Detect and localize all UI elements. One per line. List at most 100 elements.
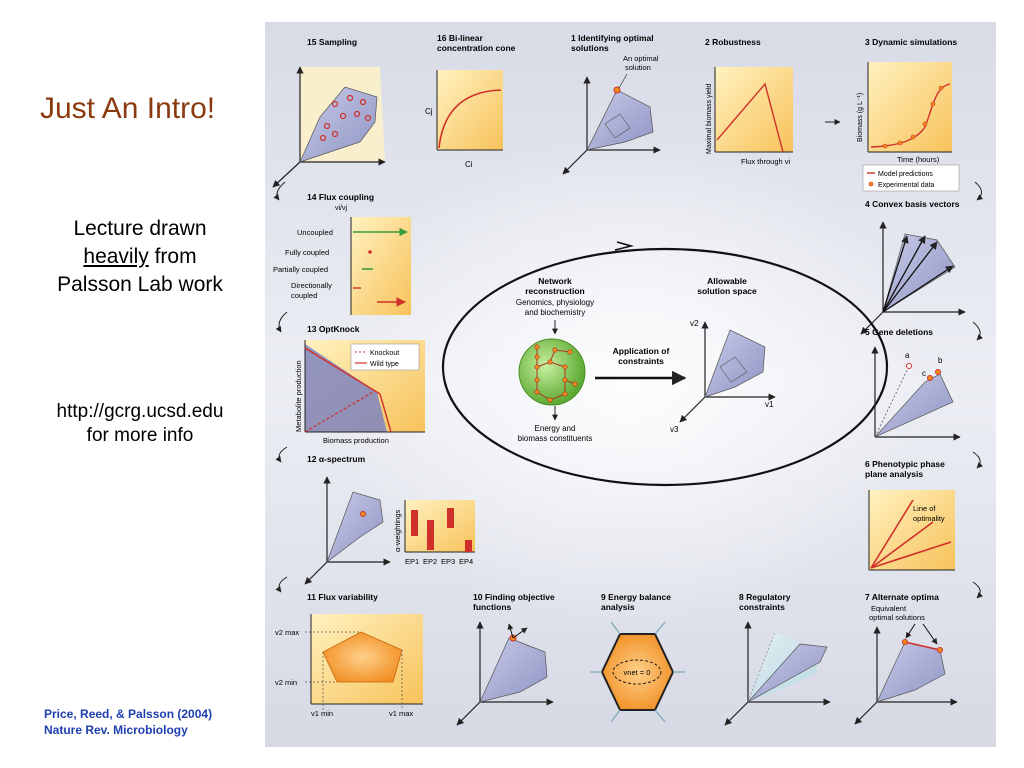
model-curve	[870, 83, 951, 148]
lecture-line-1: Lecture drawn	[73, 217, 207, 240]
label-b: b	[938, 356, 943, 365]
sampling-cone	[299, 86, 378, 163]
experimental-points	[882, 85, 944, 149]
panel-16-title-2: concentration cone	[437, 43, 516, 53]
panel-12-title: 12 α-spectrum	[307, 454, 366, 464]
optimum-1	[902, 639, 908, 645]
legend-dot-swatch	[868, 181, 874, 187]
bar-ep1	[411, 510, 418, 536]
bar-ep3	[447, 508, 454, 528]
panel-5-title: 5 Gene deletions	[865, 327, 933, 337]
panel-5-gene-deletions: 5 Gene deletions a b c	[865, 327, 961, 441]
panel-16-bilinear-cone: 16 Bi-linear concentration cone Cj Ci	[425, 33, 516, 169]
range-guides	[305, 631, 403, 710]
panel-3-bg	[868, 62, 952, 152]
panel-16-xlabel: Ci	[465, 160, 473, 169]
panel-10-title-2: functions	[473, 602, 512, 612]
panel-6-note-1: Line of	[913, 504, 936, 513]
objective-cone	[479, 637, 548, 703]
lecture-line-3: Palsson Lab work	[57, 273, 223, 296]
panel-4-convex-basis: 4 Convex basis vectors	[860, 199, 966, 335]
application-2: constraints	[618, 356, 664, 366]
tick-ep4: EP4	[459, 557, 473, 566]
saturation-curve	[438, 89, 502, 149]
allowable-1: Allowable	[707, 276, 747, 286]
label-v3: v3	[670, 425, 679, 434]
emphasis-heavily: heavily	[83, 245, 149, 268]
tick-ep3: EP3	[441, 557, 455, 566]
network-title-2: reconstruction	[525, 286, 585, 296]
row-directionally-1: Directionally	[291, 281, 332, 290]
label-v2-max: v2 max	[275, 628, 299, 637]
panel-13-optknock: 13 OptKnock Knockout Wild type Metabolit…	[294, 324, 425, 445]
url-line-2: for more info	[86, 425, 194, 446]
axis-down	[562, 149, 588, 175]
url-line-1: http://gcrg.ucsd.edu	[56, 401, 224, 422]
panel-16-ylabel: Cj	[425, 107, 433, 116]
central-cycle: Network reconstruction Genomics, physiol…	[441, 241, 889, 487]
panel-14-title: 14 Flux coupling	[307, 192, 374, 202]
panel-11-flux-variability: 11 Flux variability v2 max v2 min v1 min…	[275, 592, 423, 718]
panel-9-title-2: analysis	[601, 602, 635, 612]
cycle-arrowhead	[614, 241, 635, 251]
optimum-2	[937, 647, 943, 653]
vnet-label: vnet = 0	[624, 668, 651, 677]
panel-7-alternate-optima: 7 Alternate optima Equivalent optimal so…	[854, 592, 958, 725]
panel-2-title: 2 Robustness	[705, 37, 761, 47]
panel-connector-arrows	[273, 119, 984, 599]
objective-vectors	[507, 623, 528, 639]
panel-12-ylabel: α-weightings	[393, 509, 402, 552]
lecture-line-2-rest: from	[148, 245, 197, 268]
panel-7-note-2: optimal solutions	[869, 613, 925, 622]
panel-8-title-1: 8 Regulatory	[739, 592, 791, 602]
knockout-line	[304, 391, 374, 433]
callout-arrow-1	[905, 623, 916, 639]
panel-6-title-1: 6 Phenotypic phase	[865, 459, 945, 469]
panel-8-regulatory: 8 Regulatory constraints	[724, 592, 831, 726]
label-v1-max: v1 max	[389, 709, 413, 718]
panel-1-note-2: solution	[625, 63, 651, 72]
tick-ep2: EP2	[423, 557, 437, 566]
bar-ep2	[427, 520, 434, 550]
panel-4-title: 4 Convex basis vectors	[865, 199, 960, 209]
center-glow	[330, 132, 930, 632]
legend-wild-type: Wild type	[370, 361, 399, 368]
row-partially-coupled: Partially coupled	[273, 265, 328, 274]
panel-6-note-2: optimality	[913, 514, 945, 523]
robustness-curve	[716, 82, 784, 153]
cone-section	[604, 113, 631, 139]
feasible-pentagon	[322, 631, 403, 683]
axis-down	[304, 561, 328, 585]
axis-v3	[679, 396, 706, 423]
network-nodes	[534, 344, 578, 403]
panel-10-objective-functions: 10 Finding objective functions	[456, 592, 555, 726]
citation-line-2: Nature Rev. Microbiology	[44, 723, 188, 737]
panel-11-title: 11 Flux variability	[307, 592, 378, 602]
panel-7-note-1: Equivalent	[871, 604, 907, 613]
panel-3-legend	[862, 164, 960, 192]
panel-3-title: 3 Dynamic simulations	[865, 37, 957, 47]
allowable-2: solution space	[697, 286, 757, 296]
axis-down	[724, 701, 749, 726]
panel-13-legend	[350, 343, 420, 371]
genomics-2: and biochemistry	[525, 308, 585, 317]
panel-9-title-1: 9 Energy balance	[601, 592, 671, 602]
unregulated-edge	[747, 631, 776, 703]
panel-6-title-2: plane analysis	[865, 469, 923, 479]
panel-13-xlabel: Biomass production	[323, 436, 389, 445]
panel-16-bg	[437, 70, 503, 150]
wild-type-ray	[874, 365, 910, 438]
panel-14-axis: vi/vj	[335, 205, 348, 212]
panel-1-title-2: solutions	[571, 43, 609, 53]
label-v2-min: v2 min	[275, 678, 297, 687]
label-a: a	[905, 351, 910, 360]
axis-down	[456, 701, 481, 726]
legend-knockout: Knockout	[370, 350, 399, 357]
panel-14-flux-coupling: 14 Flux coupling vi/vj Uncoupled Fully c…	[273, 192, 411, 315]
panel-3-ylabel: Biomass (g L⁻¹)	[857, 93, 864, 142]
optimal-edge	[904, 641, 941, 651]
panel-2-bg	[715, 67, 793, 152]
energy-2: biomass constituents	[518, 434, 593, 443]
feasible-region	[305, 344, 387, 432]
callout-arrow-2	[922, 623, 938, 645]
